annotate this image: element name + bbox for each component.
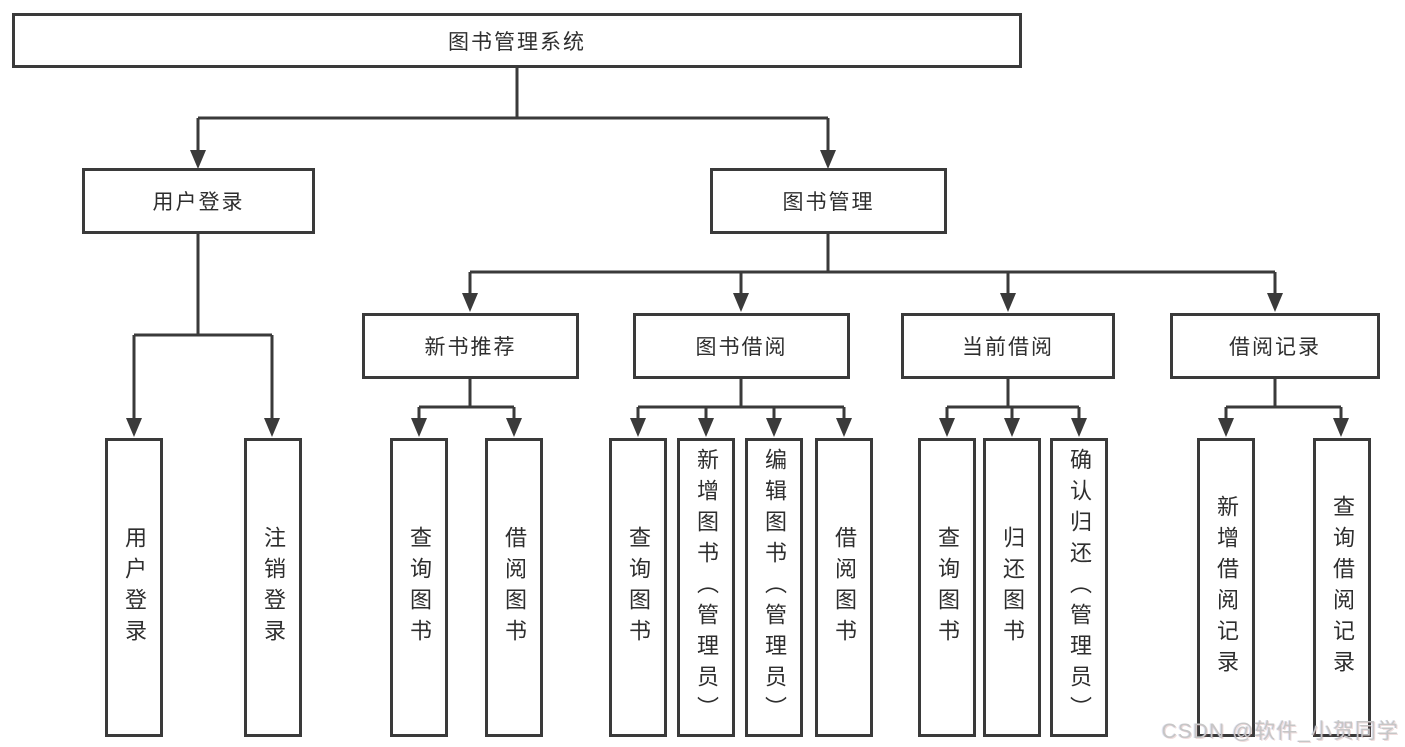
leaf-logout-login: 注销登录 <box>244 438 302 737</box>
leaf-borrow-books-recommend: 借阅图书 <box>485 438 543 737</box>
leaf-add-borrow-record-label: 新增借阅记录 <box>1214 494 1239 681</box>
leaf-borrow-books-borrow: 借阅图书 <box>815 438 873 737</box>
leaf-add-books-admin: 新增图书（管理员） <box>677 438 735 737</box>
leaf-query-books-current-label: 查询图书 <box>935 525 960 650</box>
leaf-return-books: 归还图书 <box>983 438 1041 737</box>
leaf-query-books-current: 查询图书 <box>918 438 976 737</box>
csdn-watermark: CSDN @软件_小贺同学 <box>1161 720 1399 743</box>
leaf-borrow-books-recommend-label: 借阅图书 <box>502 525 527 650</box>
leaf-add-borrow-record: 新增借阅记录 <box>1197 438 1255 737</box>
leaf-user-login: 用户登录 <box>105 438 163 737</box>
leaf-logout-login-label: 注销登录 <box>261 525 286 650</box>
leaf-query-books-borrow-label: 查询图书 <box>626 525 651 650</box>
leaf-user-login-label: 用户登录 <box>122 525 147 650</box>
leaf-add-books-admin-label: 新增图书（管理员） <box>694 448 719 727</box>
leaf-query-borrow-record: 查询借阅记录 <box>1313 438 1371 737</box>
node-book-borrow: 图书借阅 <box>633 313 850 379</box>
node-borrow-records: 借阅记录 <box>1170 313 1380 379</box>
node-book-management: 图书管理 <box>710 168 947 234</box>
leaf-query-books-recommend: 查询图书 <box>390 438 448 737</box>
node-current-borrow: 当前借阅 <box>901 313 1115 379</box>
leaf-edit-books-admin: 编辑图书（管理员） <box>745 438 803 737</box>
leaf-query-books-borrow: 查询图书 <box>609 438 667 737</box>
node-user-login: 用户登录 <box>82 168 315 234</box>
leaf-edit-books-admin-label: 编辑图书（管理员） <box>762 448 787 727</box>
node-library-management-system: 图书管理系统 <box>12 13 1022 68</box>
leaf-query-borrow-record-label: 查询借阅记录 <box>1330 494 1355 681</box>
leaf-return-books-label: 归还图书 <box>1000 525 1025 650</box>
node-new-book-recommend: 新书推荐 <box>362 313 579 379</box>
leaf-confirm-return-admin-label: 确认归还（管理员） <box>1067 448 1092 727</box>
leaf-query-books-recommend-label: 查询图书 <box>407 525 432 650</box>
leaf-confirm-return-admin: 确认归还（管理员） <box>1050 438 1108 737</box>
leaf-borrow-books-borrow-label: 借阅图书 <box>832 525 857 650</box>
